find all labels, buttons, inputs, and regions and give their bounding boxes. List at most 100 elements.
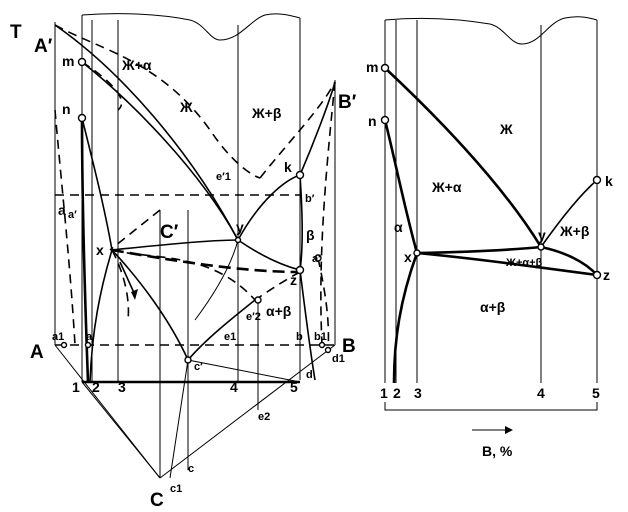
direction-arrow (119, 261, 136, 296)
right-point-z (592, 270, 602, 280)
right-solidus-n-x (383, 119, 419, 254)
section-top-wave (81, 13, 301, 41)
point-a (84, 341, 92, 349)
point-cp (184, 356, 192, 364)
right-bracket (384, 402, 598, 411)
label-a-base: a (86, 331, 93, 343)
right-tick-2: 2 (393, 385, 401, 401)
label-a1: a1 (52, 331, 64, 343)
right-section: m n k x y z Ж Ж+α Ж+β α Ж+α+β α+β 1 2 3 … (366, 16, 613, 459)
valley-y-z (237, 239, 301, 271)
label-e1p: e′1 (216, 171, 231, 183)
curve-y-e1 (194, 239, 239, 321)
label-n: n (62, 101, 71, 117)
label-d: d (306, 369, 313, 381)
right-tick-1: 1 (380, 385, 388, 401)
num-5: 5 (290, 379, 298, 395)
curve-e2-c (187, 299, 256, 361)
point-n (77, 113, 87, 123)
solidus-k-z (299, 174, 304, 271)
label-B: B (342, 336, 356, 357)
right-region-alpha-beta: α+β (480, 299, 506, 315)
right-region-L-alpha-beta: Ж+α+β (505, 257, 543, 269)
right-tick-4: 4 (537, 385, 545, 401)
point-m (77, 57, 87, 67)
point-y (234, 236, 242, 244)
right-region-L: Ж (499, 121, 513, 137)
label-m: m (62, 53, 74, 69)
liquidus-k-B (299, 81, 336, 176)
label-y: y (236, 219, 244, 235)
label-b-prime: b′ (305, 193, 315, 205)
point-z (295, 265, 305, 275)
label-e1: e1 (224, 331, 236, 343)
point-d1 (324, 346, 332, 354)
dash-beta-back (320, 81, 336, 346)
label-a-prime-sub: a′ (68, 209, 77, 221)
dash-liquidus-back (54, 24, 261, 179)
right-axis-label: В, % (482, 443, 513, 459)
label-c1: c1 (170, 483, 182, 495)
region-L-left: Ж (179, 99, 193, 115)
solvus-x (89, 249, 113, 383)
label-e2: e2 (258, 411, 270, 423)
right-region-alpha: α (394, 219, 403, 235)
right-label-k: k (605, 173, 613, 189)
num-3: 3 (118, 379, 126, 395)
right-label-y: y (538, 227, 546, 243)
point-a2 (314, 254, 322, 262)
point-a1 (60, 341, 68, 349)
dash-alpha-back (54, 109, 76, 346)
solidus-x-c (111, 249, 189, 361)
right-lower-x-z (416, 251, 598, 277)
label-a-prime2: a′ (312, 253, 321, 265)
tie-line-x-z (111, 248, 301, 274)
label-B-prime: B′ (338, 92, 357, 113)
right-label-z: z (603, 267, 610, 283)
right-point-x (413, 249, 421, 257)
num-2: 2 (92, 379, 100, 395)
dash-x-down (111, 249, 130, 321)
label-T: T (10, 22, 22, 43)
valley-x-y (111, 239, 239, 251)
right-point-y (537, 243, 545, 251)
label-C-prime: C′ (160, 222, 179, 243)
label-A: A (30, 342, 44, 363)
right-liquidus-m-y (384, 67, 543, 248)
region-L-beta-left: Ж+β (251, 105, 282, 121)
right-region-L-beta: Ж+β (559, 223, 590, 239)
liquidus-A-y (54, 24, 239, 241)
liquidus-y-k (237, 174, 301, 241)
dash-m (81, 61, 123, 111)
point-k (295, 170, 305, 180)
right-solvus-alpha (392, 252, 419, 384)
right-point-n (380, 115, 390, 125)
solvus-z (299, 269, 316, 381)
label-k: k (284, 159, 292, 175)
label-A-prime: A′ (34, 36, 53, 57)
right-tick-5: 5 (592, 385, 600, 401)
label-b1: b1 (314, 331, 327, 343)
right-top-wave (384, 16, 598, 45)
line-c1 (169, 359, 189, 479)
label-c: c (188, 463, 194, 475)
solidus-n-x (81, 117, 113, 251)
label-b: b (296, 331, 303, 343)
right-liquidus-y-k (540, 179, 598, 248)
right-axis-arrow-head (505, 426, 513, 434)
right-tick-3: 3 (414, 385, 422, 401)
dash-liquidus-back2 (259, 81, 336, 179)
base-line-1c (81, 381, 161, 479)
label-z: z (290, 272, 297, 288)
label-cp: c′ (194, 361, 203, 373)
point-b1 (318, 341, 326, 349)
right-label-n: n (368, 113, 377, 129)
right-upper-x-y-z (416, 245, 598, 276)
region-alpha-beta-left: α+β (266, 303, 292, 319)
region-beta-left: β (306, 227, 315, 243)
num-1: 1 (72, 379, 80, 395)
num-4: 4 (230, 379, 238, 395)
solidus-n (80, 117, 90, 383)
right-point-k (592, 175, 602, 185)
